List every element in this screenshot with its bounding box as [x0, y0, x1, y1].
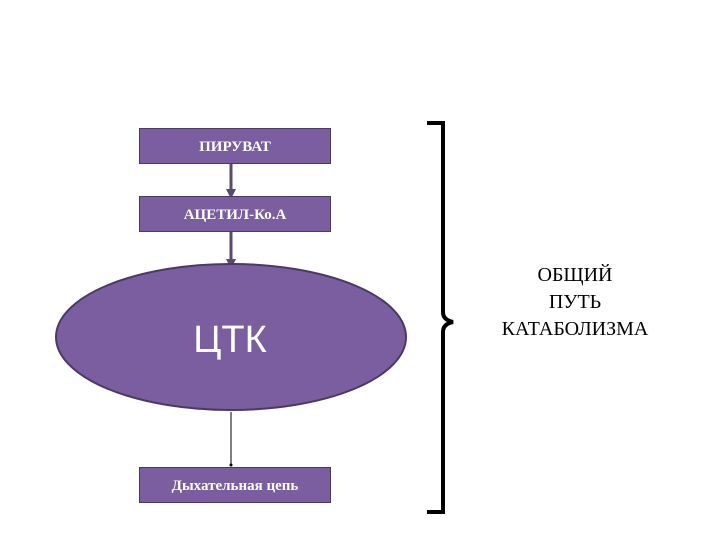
right-curly-bracket	[427, 121, 454, 514]
tca-label: ЦТК	[193, 319, 267, 361]
pyruvate-node: ПИРУВАТ	[139, 128, 331, 164]
side-label-line-3: КАТАБОЛИЗМА	[501, 318, 649, 340]
tca-ellipse	[55, 263, 407, 411]
side-label-line-2: ПУТЬ	[548, 291, 602, 313]
line-end-dot	[229, 463, 233, 467]
acetyl-coa-node: АЦЕТИЛ-Ко.А	[139, 196, 331, 232]
side-label-line-1: ОБЩИЙ	[537, 264, 613, 286]
common-catabolism-pathway-label: ОБЩИЙ ПУТЬ КАТАБОЛИЗМА	[460, 262, 690, 343]
respiratory-chain-node: Дыхательная цепь	[139, 467, 331, 503]
